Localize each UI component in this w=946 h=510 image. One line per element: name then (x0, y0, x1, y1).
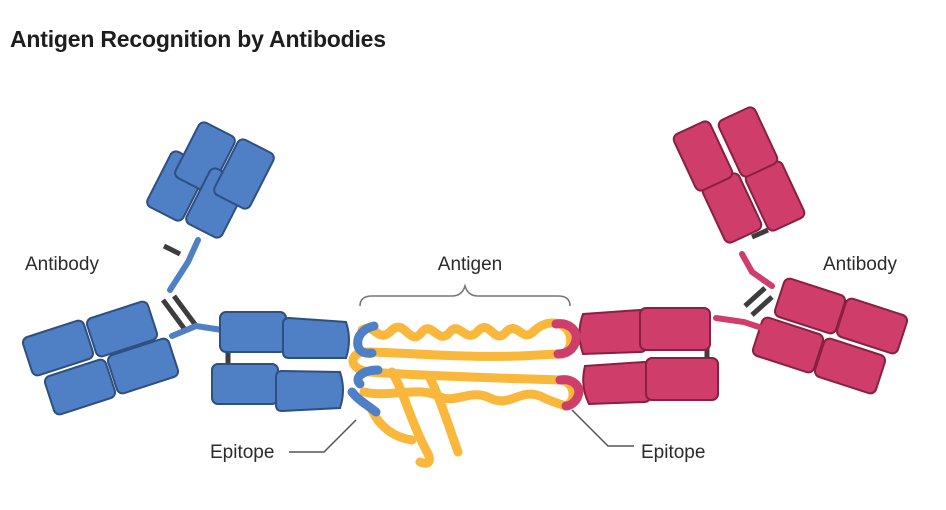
antibody-right (578, 106, 909, 406)
epitope-left-leader-line (289, 419, 357, 453)
epitope-left-segment-3 (347, 387, 381, 417)
antigen-strand-1 (357, 318, 565, 342)
fc-domain-1 (21, 319, 95, 377)
hinge-tether-right (169, 322, 225, 339)
fc-domain-4 (106, 337, 180, 395)
antigen-strand-4 (359, 387, 571, 411)
antibody-right-label: Antibody (823, 254, 897, 275)
epitope-left-segment-1 (353, 321, 379, 358)
hinge-disulfide-bond-2 (171, 294, 200, 329)
antibody-right-fc (751, 277, 909, 395)
epitope-left-label: Epitope (210, 442, 274, 463)
fc-domain-2 (85, 300, 159, 358)
light-chain-domain-b (582, 360, 651, 406)
epitope-right-leader-line (571, 409, 634, 447)
light-chain-domain-1 (213, 138, 275, 210)
antibody-right-binding-arm (578, 307, 719, 406)
antigen-strand-2 (357, 347, 567, 361)
heavy-chain-domain-b (282, 316, 350, 359)
antibody-left-fc (21, 300, 180, 416)
antigen-loop-1 (387, 367, 434, 468)
heavy-chain-domain-b (578, 308, 647, 356)
disulfide-bond (162, 243, 182, 257)
epitope-right-segment-1 (551, 319, 581, 359)
light-chain-domain-a (211, 363, 279, 405)
light-chain-domain-1 (717, 106, 779, 178)
epitope-right-segment-2 (555, 375, 584, 411)
epitope-left-segment-2 (353, 365, 383, 389)
heavy-chain-domain-a (639, 307, 711, 351)
hinge-disulfide-bond-1 (160, 298, 189, 333)
hinge-disulfide-bond-1 (743, 286, 767, 308)
light-chain-domain-b (275, 369, 344, 413)
fc-domain-2 (835, 297, 909, 355)
antigen-loop-2 (425, 373, 463, 457)
heavy-chain-domain-a (219, 311, 287, 353)
fc-domain-3 (43, 358, 117, 416)
antibody-right-upper-arm (672, 106, 806, 289)
antigen-label: Antigen (438, 254, 502, 275)
antibody-left (21, 121, 350, 416)
heavy-chain-domain-1 (672, 120, 734, 192)
antibody-left-label: Antibody (25, 254, 99, 275)
antibody-left-upper-arm (146, 121, 275, 293)
disulfide-bond (750, 227, 770, 240)
fc-domain-1 (773, 277, 847, 335)
hinge-tether-upper (167, 237, 201, 293)
diagram-title: Antigen Recognition by Antibodies (10, 26, 386, 52)
fc-domain-4 (813, 337, 887, 395)
light-chain-domain-a (645, 357, 719, 401)
hinge-disulfide-bond-2 (750, 295, 774, 317)
antibody-left-binding-arm (211, 311, 350, 413)
epitope-right-label: Epitope (641, 442, 705, 463)
hinge-tether-left (713, 315, 771, 333)
hinge-tether-upper (739, 251, 775, 289)
antigen (347, 318, 584, 468)
heavy-chain-domain-1 (174, 121, 236, 193)
antigen-bracket (359, 283, 571, 307)
